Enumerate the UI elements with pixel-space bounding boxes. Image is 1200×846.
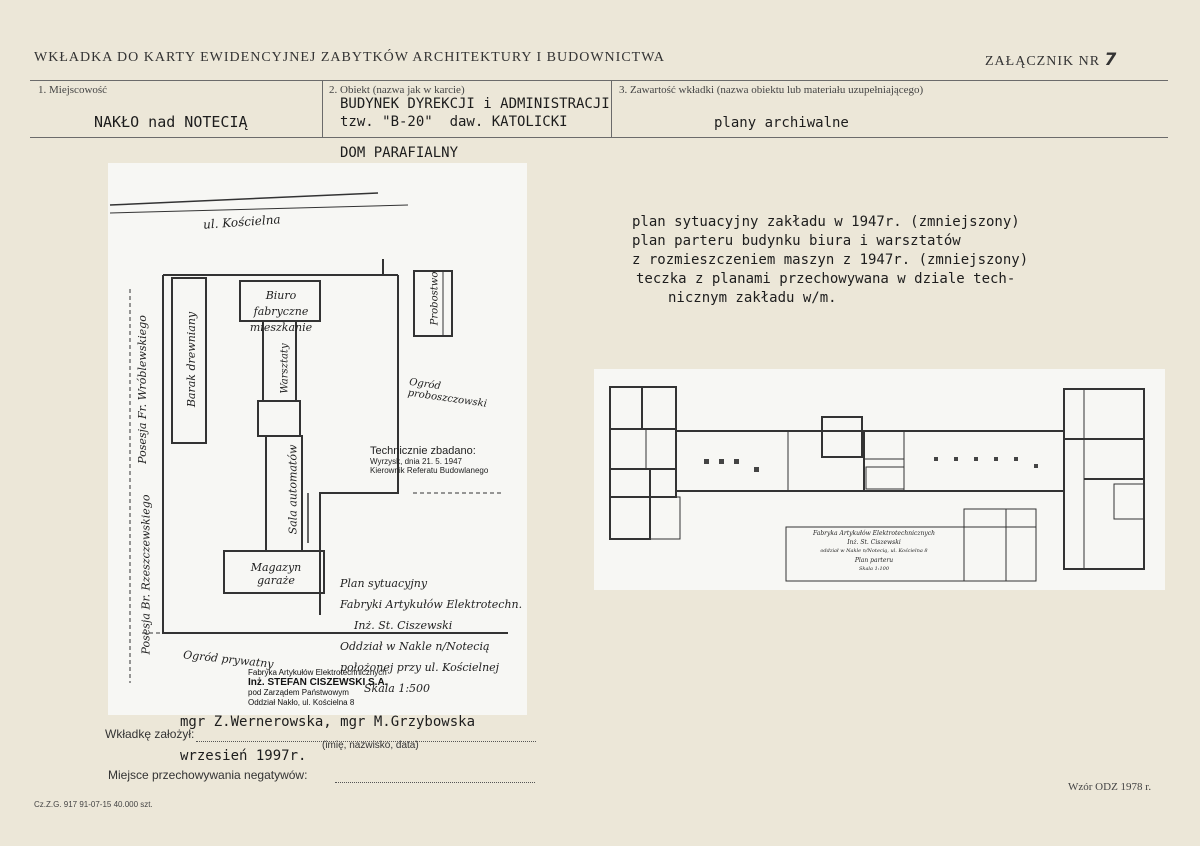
technical-check-official: Kierownik Referatu Budowlanego — [370, 466, 489, 475]
technical-check-title: Technicznie zbadano: — [370, 445, 476, 457]
field-2-line-2: tzw. "B-20" daw. KATOLICKI — [340, 114, 568, 130]
founded-dotted-line — [196, 740, 536, 742]
field-2-label: 2. Obiekt (nazwa jak w karcie) — [329, 84, 465, 96]
building-workshops-label: Warsztaty — [279, 343, 291, 394]
building-office-label: Biuro fabryczne mieszkanie — [249, 289, 313, 334]
plan-caption-line: Oddział w Nakle n/Notecią — [340, 640, 490, 653]
table-divider-1 — [322, 80, 323, 137]
building-presbytery-label: Probostwo — [429, 271, 441, 326]
table-bottom-line — [30, 137, 1168, 138]
floor-plan-title-line: Plan parteru — [854, 557, 894, 564]
field-2-line-1: BUDYNEK DYREKCJI i ADMINISTRACJI — [340, 96, 610, 112]
plan-caption-line: Inż. St. Ciszewski — [354, 619, 453, 632]
site-plan-photo: ul. Kościelna Posesja Fr. Wróblewskiego … — [108, 163, 527, 715]
description-line: nicznym zakładu w/m. — [668, 290, 837, 306]
plan-caption-line: Skala 1:500 — [364, 682, 431, 695]
description-line: plan sytuacyjny zakładu w 1947r. (zmniej… — [632, 214, 1020, 230]
building-hall-label: Sala automatów — [286, 444, 300, 535]
stamp-line: pod Zarządem Państwowym — [248, 688, 349, 697]
stamp-line: Inż. STEFAN CISZEWSKI S.A. — [248, 677, 388, 688]
negatives-label: Miejsce przechowywania negatywów: — [108, 768, 308, 782]
floor-plan-title-line: Skala 1:100 — [858, 566, 889, 572]
table-top-line — [30, 80, 1168, 81]
field-3-label: 3. Zawartość wkładki (nazwa obiektu lub … — [619, 84, 924, 96]
description-line: z rozmieszczeniem maszyn z 1947r. (zmnie… — [632, 252, 1029, 268]
field-1-value: NAKŁO nad NOTECIĄ — [94, 113, 248, 131]
floor-plan-drawing — [609, 386, 1145, 582]
stamp-line: Oddział Nakło, ul. Kościelna 8 — [248, 698, 355, 707]
stamp-line: Fabryka Artykułów Elektrotechnicznych — [248, 668, 387, 677]
floor-plan-photo: Fabryka Artykułów Elektrotechnicznych In… — [594, 369, 1165, 590]
founded-label: Wkładkę założył: — [105, 727, 195, 741]
site-plan-drawing — [109, 192, 508, 683]
floor-plan-title-line: Fabryka Artykułów Elektrotechnicznych — [812, 530, 935, 537]
building-barrack-label: Barak drewniany — [185, 311, 199, 408]
pattern-note: Wzór ODZ 1978 r. — [1068, 781, 1152, 793]
field-3-value: plany archiwalne — [714, 115, 849, 131]
description-line: teczka z planami przechowywana w dziale … — [636, 271, 1016, 287]
floor-plan-title-line: oddział w Nakle n/Notecią, ul. Kościelna… — [820, 548, 928, 554]
attachment-label: ZAŁĄCZNIK NR 7 — [985, 50, 1117, 70]
plan-caption-line: położonej przy ul. Kościelnej — [340, 661, 500, 674]
attachment-number: 7 — [1104, 50, 1118, 70]
street-label-left-2: Posesja Br. Rzeszczewskiego — [139, 494, 153, 655]
name-hint: (imię, nazwisko, data) — [322, 740, 419, 751]
plan-caption: Plan sytuacyjny Fabryki Artykułów Elektr… — [340, 573, 522, 699]
floor-plan-title-block: Fabryka Artykułów Elektrotechnicznych In… — [794, 529, 954, 574]
description-line: plan parteru budynku biura i warsztatów — [632, 233, 961, 249]
field-2-line-3: DOM PARAFIALNY — [340, 145, 459, 161]
negatives-dotted-line — [335, 781, 535, 783]
plan-caption-line: Fabryki Artykułów Elektrotechn. — [340, 598, 523, 611]
founded-value: mgr Z.Wernerowska, mgr M.Grzybowska — [180, 714, 476, 730]
attachment-label-text: ZAŁĄCZNIK NR — [985, 54, 1101, 69]
description-block: plan sytuacyjny zakładu w 1947r. (zmniej… — [632, 213, 1028, 308]
street-label-left: Posesja Fr. Wróblewskiego — [135, 315, 149, 464]
field-1-label: 1. Miejscowość — [38, 84, 108, 96]
technical-check-block: Technicznie zbadano: Wyrzysk, dnia 21. 5… — [370, 445, 488, 475]
plan-caption-line: Plan sytuacyjny — [340, 577, 428, 590]
building-store-label: Magazyn garaże — [250, 561, 302, 587]
printer-note: Cz.Z.G. 917 91-07-15 40.000 szt. — [34, 800, 153, 809]
floor-plan-title-line: Inż. St. Ciszewski — [847, 539, 901, 546]
table-divider-2 — [611, 80, 612, 137]
form-title: WKŁADKA DO KARTY EWIDENCYJNEJ ZABYTKÓW A… — [34, 50, 665, 65]
company-stamp: Fabryka Artykułów Elektrotechnicznych In… — [248, 668, 387, 708]
technical-check-date: Wyrzysk, dnia 21. 5. 1947 — [370, 457, 462, 466]
date-value: wrzesień 1997r. — [180, 748, 307, 764]
